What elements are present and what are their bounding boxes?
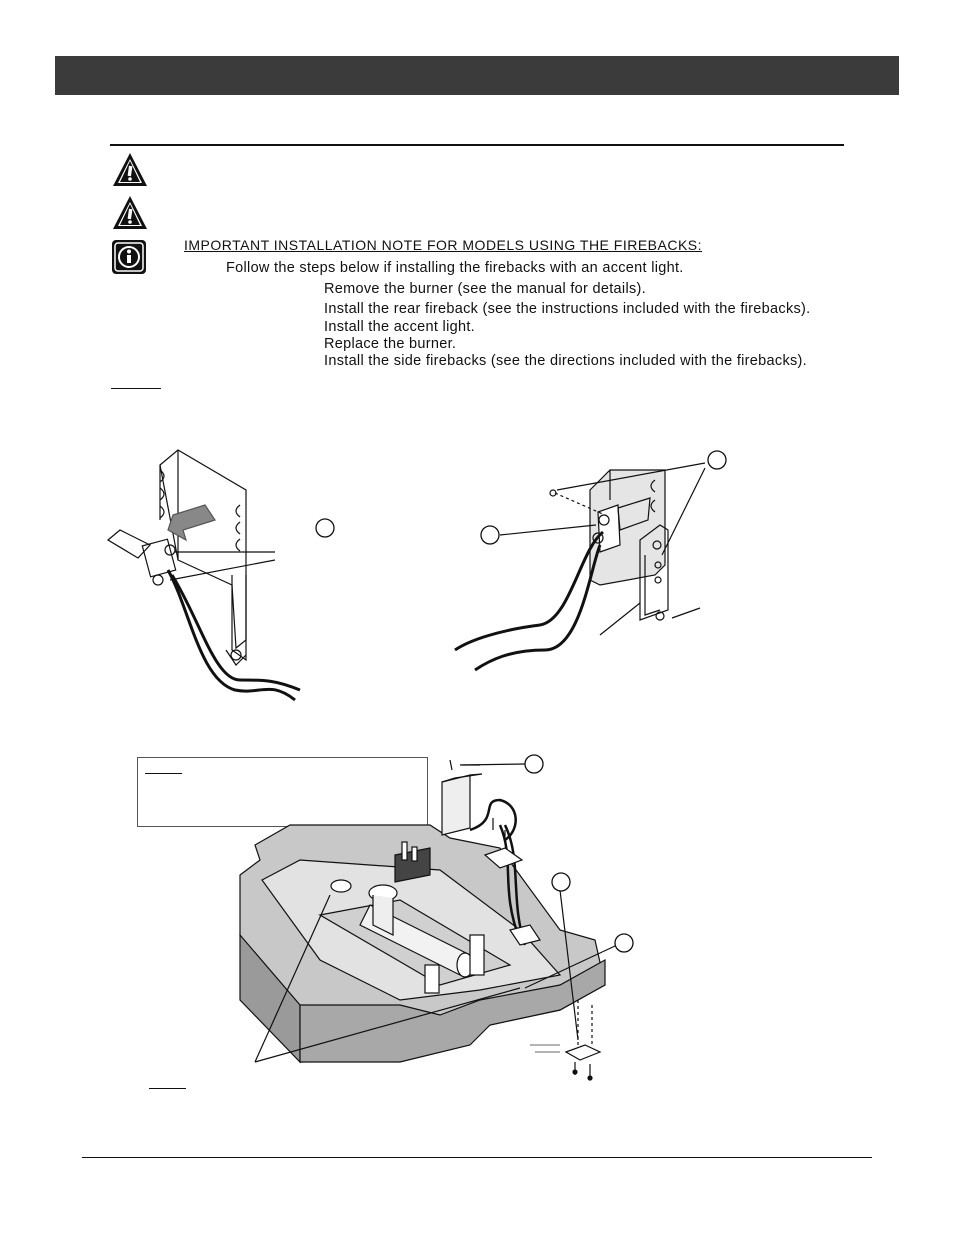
callout-box — [137, 757, 428, 827]
installation-note-title: IMPORTANT INSTALLATION NOTE FOR MODELS U… — [184, 237, 703, 253]
step-2: Install the rear fireback (see the instr… — [324, 301, 811, 317]
warning-triangle-icon — [111, 151, 149, 189]
header-bar — [55, 56, 899, 95]
warning-triangle-icon — [113, 196, 147, 229]
step-1: Remove the burner (see the manual for de… — [324, 281, 646, 297]
installation-note-intro: Follow the steps below if installing the… — [226, 260, 684, 276]
figure-label-underline — [149, 1088, 186, 1089]
section-divider — [110, 144, 844, 146]
label-underline — [111, 388, 161, 389]
footer-divider — [82, 1157, 872, 1158]
step-3: Install the accent light. — [324, 319, 475, 335]
callout-label-underline — [145, 773, 182, 774]
information-icon — [112, 240, 146, 274]
step-5: Install the side firebacks (see the dire… — [324, 353, 807, 369]
step-4: Replace the burner. — [324, 336, 457, 352]
